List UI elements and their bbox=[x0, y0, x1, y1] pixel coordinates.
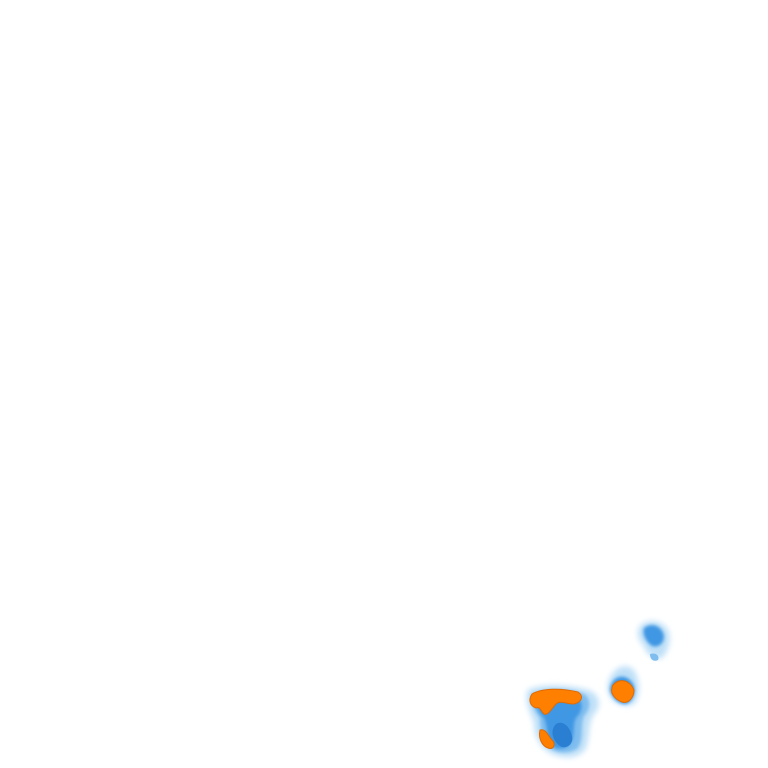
precip-area-deep bbox=[552, 722, 573, 748]
precip-area-heavy bbox=[539, 729, 555, 749]
precip-area-mid bbox=[650, 653, 659, 661]
precip-area-heavy bbox=[611, 680, 635, 703]
precip-area-heavy bbox=[529, 688, 582, 715]
precip-cell-large bbox=[526, 685, 599, 758]
precip-area-blue bbox=[643, 625, 664, 647]
precip-cell-mid bbox=[607, 666, 639, 706]
precip-cell-small bbox=[637, 621, 670, 661]
